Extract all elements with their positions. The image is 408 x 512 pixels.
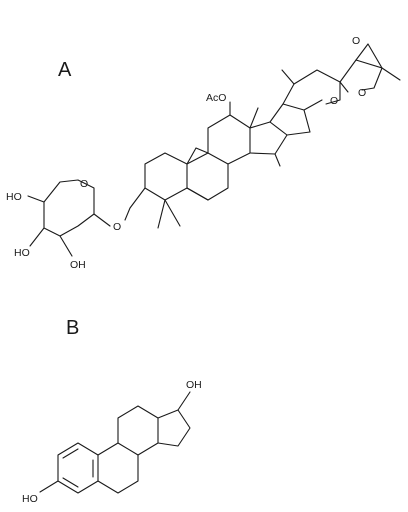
- pyran-o-label: O: [330, 95, 338, 107]
- thf-o-label: O: [358, 87, 366, 99]
- glycosidic-o-label: O: [113, 221, 121, 233]
- aromatic-double-1: [62, 448, 79, 459]
- ho-bond-2: [29, 227, 45, 247]
- glycosidic-to-sugar: [93, 213, 111, 227]
- sugar-ring-o-label: O: [80, 178, 88, 190]
- methyl-gem2: [164, 199, 181, 227]
- ring-c-bonds: [207, 114, 251, 165]
- ho-bond-1: [27, 195, 45, 203]
- ho-label: HO: [22, 493, 38, 505]
- aromatic-ring-bonds: [57, 442, 99, 494]
- structure-a: A: [6, 35, 401, 271]
- oh-bond-3: [59, 235, 73, 257]
- ring-f-bonds: [282, 69, 341, 105]
- methyl-pyran: [281, 69, 295, 85]
- ring-a-bonds: [144, 152, 188, 201]
- oh-bond: [177, 391, 191, 411]
- aco-label: AcO: [206, 92, 226, 104]
- panel-label-a: A: [58, 59, 72, 81]
- ring-d-bonds: [249, 121, 288, 155]
- ring-b-bonds: [186, 152, 229, 201]
- panel-label-b: B: [66, 317, 79, 339]
- ring-ab-fusion: [186, 187, 209, 201]
- methyl-c13: [249, 107, 259, 129]
- methyl-spiro: [381, 67, 401, 81]
- aromatic-double-3: [62, 477, 79, 488]
- epoxide-o-label: O: [352, 35, 360, 47]
- glycosidic-bonds: [124, 187, 146, 221]
- ring-b-bonds: [97, 442, 139, 494]
- ring-e-bonds: [269, 103, 311, 136]
- thf-o-bond: [339, 81, 349, 93]
- spiro-thf-bonds: [339, 59, 383, 91]
- ho-bond: [39, 480, 59, 493]
- ho-label-2: HO: [14, 247, 30, 259]
- oh-label: OH: [186, 379, 202, 391]
- oh-label-3: OH: [70, 259, 86, 271]
- structure-b: B OH HO: [22, 317, 202, 505]
- epoxide-bonds: [355, 43, 383, 69]
- pyran-o-bond: [303, 99, 323, 111]
- ring-c-bonds: [117, 405, 159, 456]
- ho-label-1: HO: [6, 191, 22, 203]
- methyl-c14: [274, 153, 281, 167]
- cyclopropane-bonds: [186, 147, 209, 165]
- ring-d-bonds: [157, 409, 191, 447]
- methyl-gem1: [157, 199, 166, 229]
